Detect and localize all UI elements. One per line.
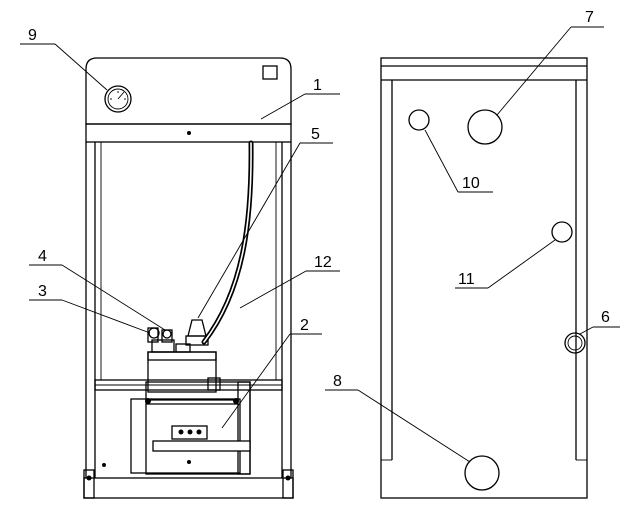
port-10 (408, 109, 430, 131)
frame-base (83, 477, 294, 499)
label-1: 1 (313, 77, 322, 94)
label-5: 5 (311, 126, 320, 143)
label-10: 10 (462, 175, 480, 192)
top-control-panel (85, 57, 292, 125)
port-8 (464, 455, 500, 491)
label-6: 6 (601, 309, 610, 326)
label-4: 4 (38, 248, 47, 265)
label-3: 3 (38, 283, 47, 300)
frame-posts (85, 142, 292, 478)
burner-housing (130, 381, 251, 475)
rear-outer-frame (380, 57, 588, 499)
label-12: 12 (314, 254, 332, 271)
port-6-inner (567, 335, 583, 351)
capillary-tube (201, 140, 254, 345)
label-8: 8 (333, 373, 342, 390)
label-11: 11 (458, 271, 475, 288)
callout-labels: 9 1 5 4 12 3 2 7 10 11 6 8 (28, 9, 610, 390)
thermometer-gauge (104, 85, 132, 113)
gas-valve (147, 339, 221, 393)
label-9: 9 (28, 27, 37, 44)
panel-screw (187, 131, 191, 135)
front-view (83, 57, 294, 499)
port-11 (551, 221, 573, 243)
port-6 (564, 332, 586, 354)
label-2: 2 (300, 317, 309, 334)
leader-lines (20, 26, 620, 463)
panel-band (85, 123, 292, 143)
flue-outlet-7 (467, 109, 503, 145)
label-7: 7 (585, 9, 594, 26)
rear-view (380, 57, 588, 499)
panel-indicator-square (262, 65, 278, 80)
